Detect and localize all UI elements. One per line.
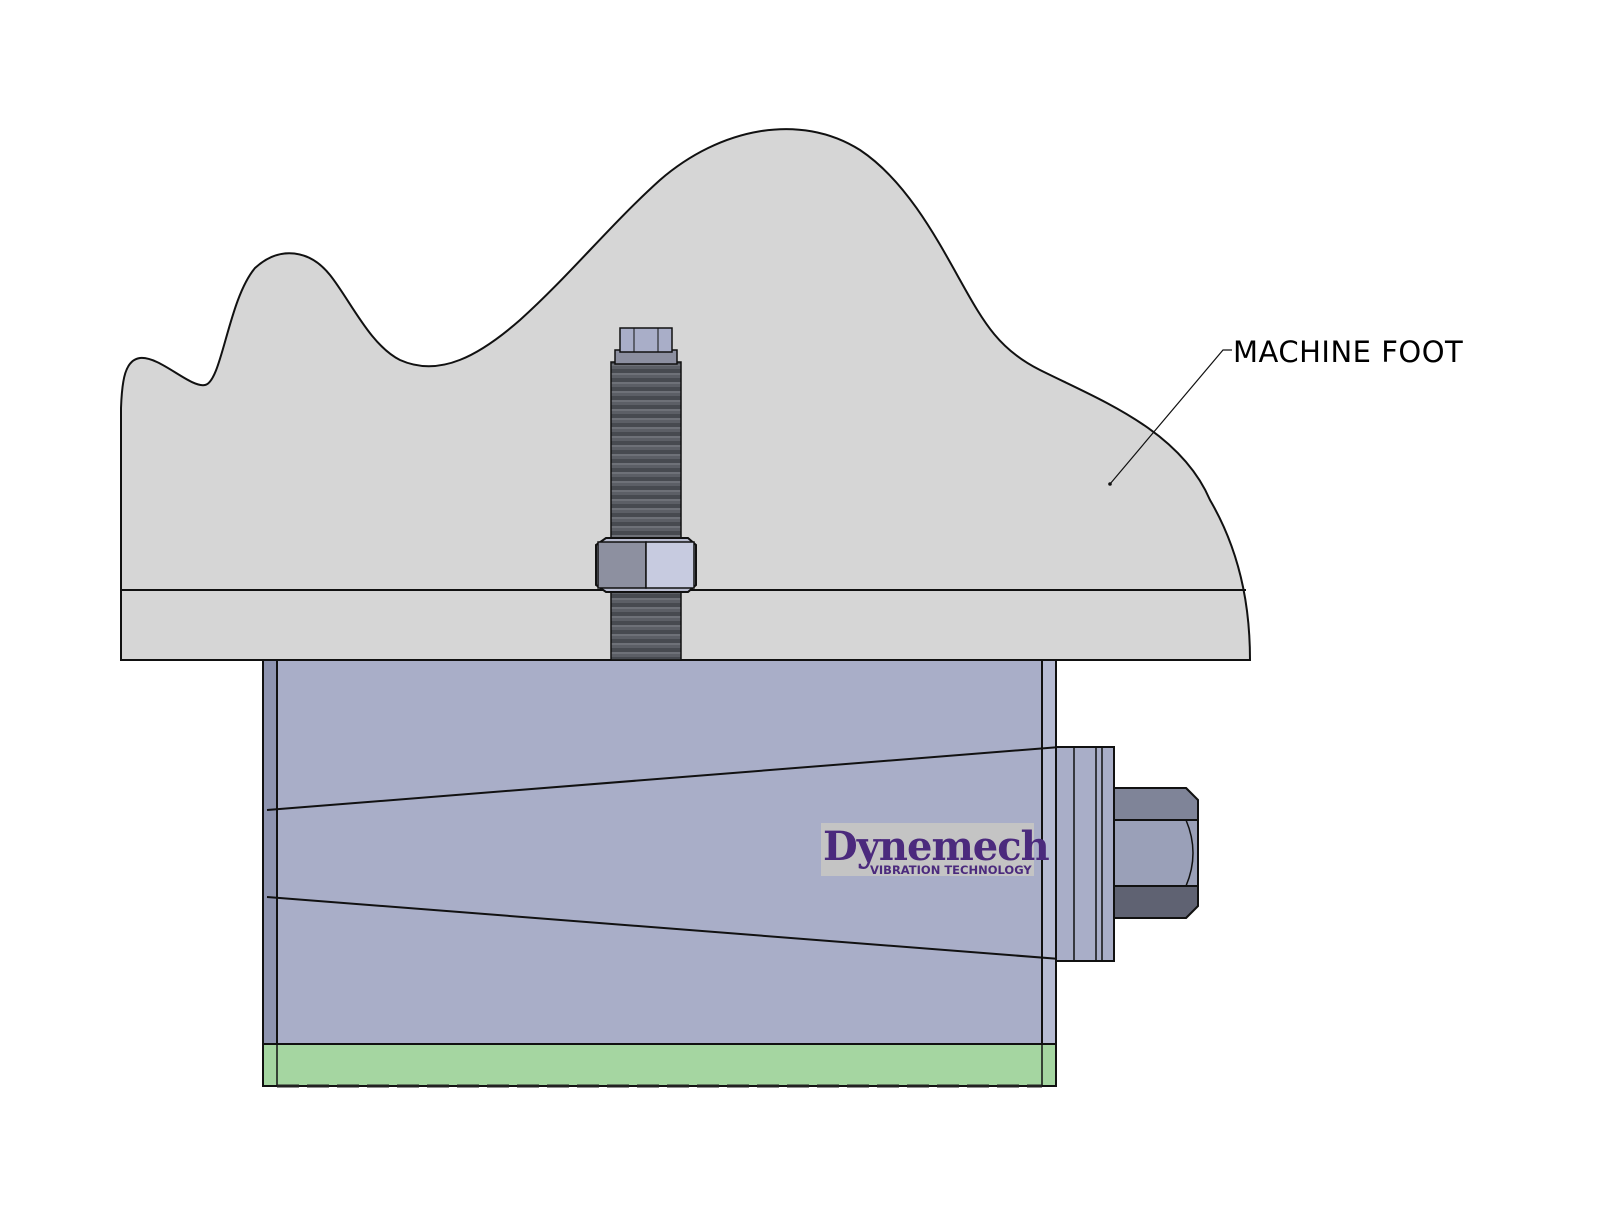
dynemech-logo: Dynemech VIBRATION TECHNOLOGY [821,823,1051,877]
callout-anchor-dot [1108,482,1112,486]
wedge-upper-line [266,746,1061,811]
logo-background [821,823,1034,876]
base-pad [262,1043,1057,1087]
machine-foot-outline [120,128,1252,661]
machine-foot-callout: MACHINE FOOT [1108,335,1463,486]
machine-foot-label: MACHINE FOOT [1233,335,1463,369]
logo-name: Dynemech [823,823,1050,870]
lock-nut-left-face [597,541,647,589]
bolt-head [619,327,673,353]
lock-nut-right-face [645,541,695,589]
bolt-shaft [610,361,682,661]
side-nut-upper-face [1113,787,1199,821]
callout-leader [1109,349,1232,485]
side-nut-lower-face [1113,885,1199,919]
stud-bolt [595,327,697,661]
adjuster-collar [1055,746,1115,962]
wedge-lower-line [266,896,1061,960]
side-nut-chamfer [1185,819,1194,887]
mount-left-edge [262,659,278,1045]
logo-tagline: VIBRATION TECHNOLOGY [870,863,1032,877]
side-adjuster [1055,746,1199,962]
